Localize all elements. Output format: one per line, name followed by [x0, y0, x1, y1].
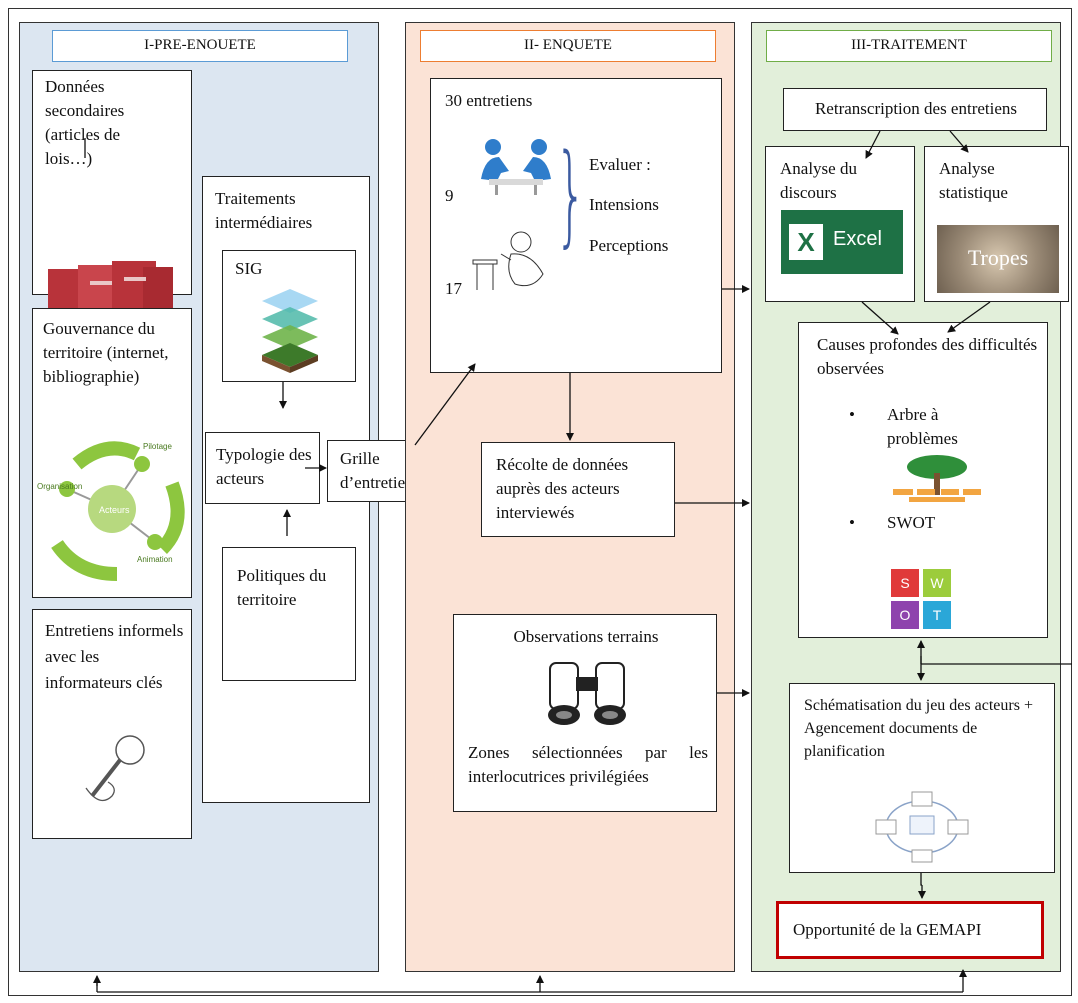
tropes-logo-icon: Tropes [937, 225, 1059, 293]
box-causes: Causes profondes des difficultés observé… [798, 322, 1048, 638]
causes-text: Causes profondes des difficultés observé… [817, 335, 1038, 378]
tropes-label: Tropes [967, 245, 1029, 270]
analyse-statistique-text: Analyse statistique [939, 159, 1008, 202]
planning-cycle-icon [875, 791, 969, 863]
politiques-text: Politiques du territoire [237, 566, 327, 609]
box-schematisation: Schématisation du jeu des acteurs + Agen… [789, 683, 1055, 873]
count-seventeen: 17 [445, 279, 462, 298]
sig-text: SIG [235, 259, 263, 278]
outer-frame [8, 8, 1072, 996]
typologie-text: Typologie des acteurs [216, 445, 312, 488]
zones-text: Zones sélectionnées par les interlocutri… [468, 743, 708, 786]
excel-label: Excel [833, 228, 882, 250]
donnees-text: Données secondaires (articles de lois…) [45, 77, 125, 168]
bullet-arbre: • [849, 405, 855, 424]
gov-label-pilotage: Pilotage [143, 442, 172, 451]
gov-label-animation: Animation [137, 555, 173, 564]
box-30-entretiens: 30 entretiens 9 17 } Evaluer : Intension… [430, 78, 722, 373]
microphone-icon [85, 735, 145, 802]
problem-tree-icon [893, 455, 981, 502]
arbre-text: Arbre à problèmes [887, 405, 958, 448]
box-politiques: Politiques du territoire [222, 547, 356, 681]
box-gouvernance: Gouvernance du territoire (internet, bib… [32, 308, 192, 598]
entretiens-informels-text: Entretiens informels avec les informateu… [45, 621, 184, 692]
box-entretiens-informels: Entretiens informels avec les informateu… [32, 609, 192, 839]
evaluer-text: Evaluer : [589, 155, 651, 174]
perceptions-text: Perceptions [589, 236, 669, 255]
box-donnees-secondaires: Données secondaires (articles de lois…) [32, 70, 192, 339]
bullet-swot: • [849, 513, 855, 532]
box-typologie: Typologie des acteurs [205, 432, 320, 504]
intensions-text: Intensions [589, 195, 659, 214]
observations-text: Observations terrains [513, 627, 659, 646]
analyse-discours-text: Analyse du discours [780, 159, 857, 202]
count-nine: 9 [445, 186, 454, 205]
box-observations: Observations terrains Zones sélectionnée… [453, 614, 717, 812]
swot-s-cell: S [891, 569, 919, 597]
entretiens-count-text: 30 entretiens [445, 91, 533, 110]
box-analyse-discours: Analyse du discours X Excel [765, 146, 915, 302]
retranscription-text: Retranscription des entretiens [814, 99, 1018, 118]
schematisation-text: Schématisation du jeu des acteurs + Agen… [804, 697, 1033, 760]
opportunite-text: Opportunité de la GEMAPI [793, 920, 982, 939]
meeting-people-icon [481, 139, 551, 195]
gis-layers-icon [262, 289, 318, 373]
excel-x-icon: X [789, 224, 823, 260]
box-analyse-statistique: Analyse statistique Tropes [924, 146, 1069, 302]
box-retranscription: Retranscription des entretiens [783, 88, 1047, 131]
swot-t-cell: T [923, 601, 951, 629]
swot-w-cell: W [923, 569, 951, 597]
box-sig: SIG [222, 250, 356, 382]
gov-label-organisation: Organisation [37, 482, 82, 491]
column-title-enquete: II- ENQUETE [420, 30, 716, 62]
box-opportunite: Opportunité de la GEMAPI [776, 901, 1044, 959]
box-recolte: Récolte de données auprès des acteurs in… [481, 442, 675, 537]
swot-text: SWOT [887, 513, 936, 532]
governance-cycle-icon: Pilotage Organisation Animation Acteurs [37, 441, 185, 581]
interview-sketch-icon [472, 231, 544, 290]
grille-text: Grille d’entretien [340, 449, 414, 492]
traitements-text: Traitements intermédiaires [215, 189, 313, 232]
excel-logo-icon: X Excel [781, 210, 903, 274]
curly-brace: } [555, 130, 587, 258]
recolte-text: Récolte de données auprès des acteurs in… [496, 455, 629, 522]
swot-o-cell: O [891, 601, 919, 629]
gouvernance-text: Gouvernance du territoire (internet, bib… [43, 319, 169, 386]
column-title-pre-enquete: I-PRE-ENOUETE [52, 30, 348, 62]
column-title-traitement: III-TRAITEMENT [766, 30, 1052, 62]
binoculars-icon [548, 662, 626, 725]
gov-label-acteurs: Acteurs [99, 505, 130, 515]
swot-matrix-icon: S W O T [891, 569, 951, 629]
